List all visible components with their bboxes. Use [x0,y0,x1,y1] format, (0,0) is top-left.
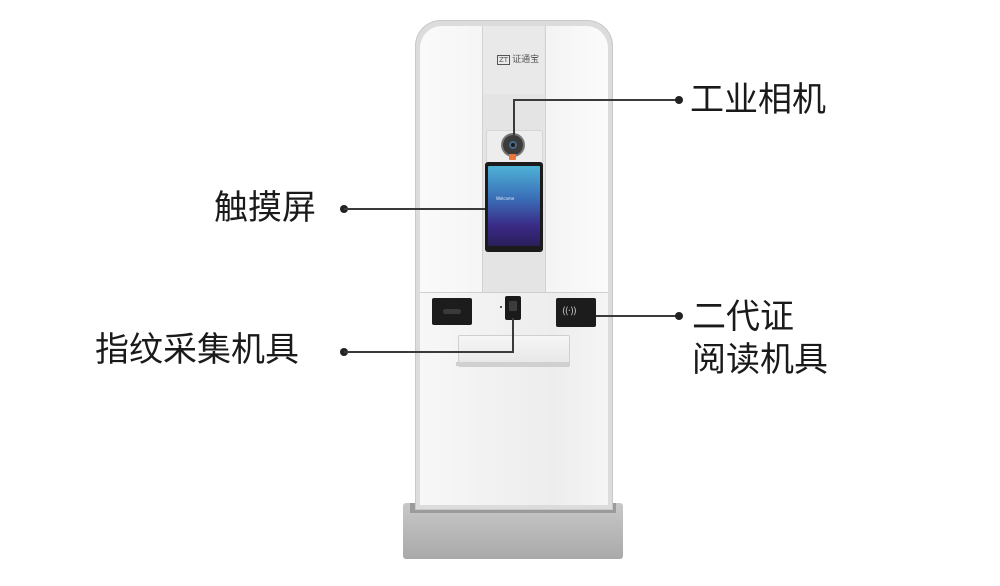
fingerprint-leader-line [344,351,514,353]
label-id-reader-line1: 二代证 [692,297,794,337]
camera-leader-line [514,99,677,101]
nfc-icon: ((·)) [562,306,577,317]
kiosk-lower-panel [420,292,608,505]
screen-leader-line [344,208,485,210]
label-industrial-camera: 工业相机 [690,80,826,120]
idreader-leader-dot [675,312,683,320]
camera-indicator-icon [509,154,516,160]
camera-lens-center [509,141,517,149]
screen-welcome-text: Welcome [496,196,515,201]
camera-leader-drop [513,99,515,135]
idreader-leader-line [596,315,678,317]
touch-screen-display[interactable] [488,166,540,246]
card-slot-icon [443,309,461,314]
shelf-lip [456,362,570,366]
top-logo-plate [483,26,544,94]
label-touch-screen: 触摸屏 [214,188,316,228]
id-card-reader[interactable] [556,298,596,327]
panel-divider [420,292,608,293]
label-fingerprint-reader: 指纹采集机具 [95,330,299,370]
camera-leader-dot [675,96,683,104]
fingerprint-leader-rise [512,318,514,353]
label-id-reader-line2: 阅读机具 [692,340,828,380]
fingerprint-sensor-icon [509,301,517,311]
fingerprint-indicator [500,306,502,308]
